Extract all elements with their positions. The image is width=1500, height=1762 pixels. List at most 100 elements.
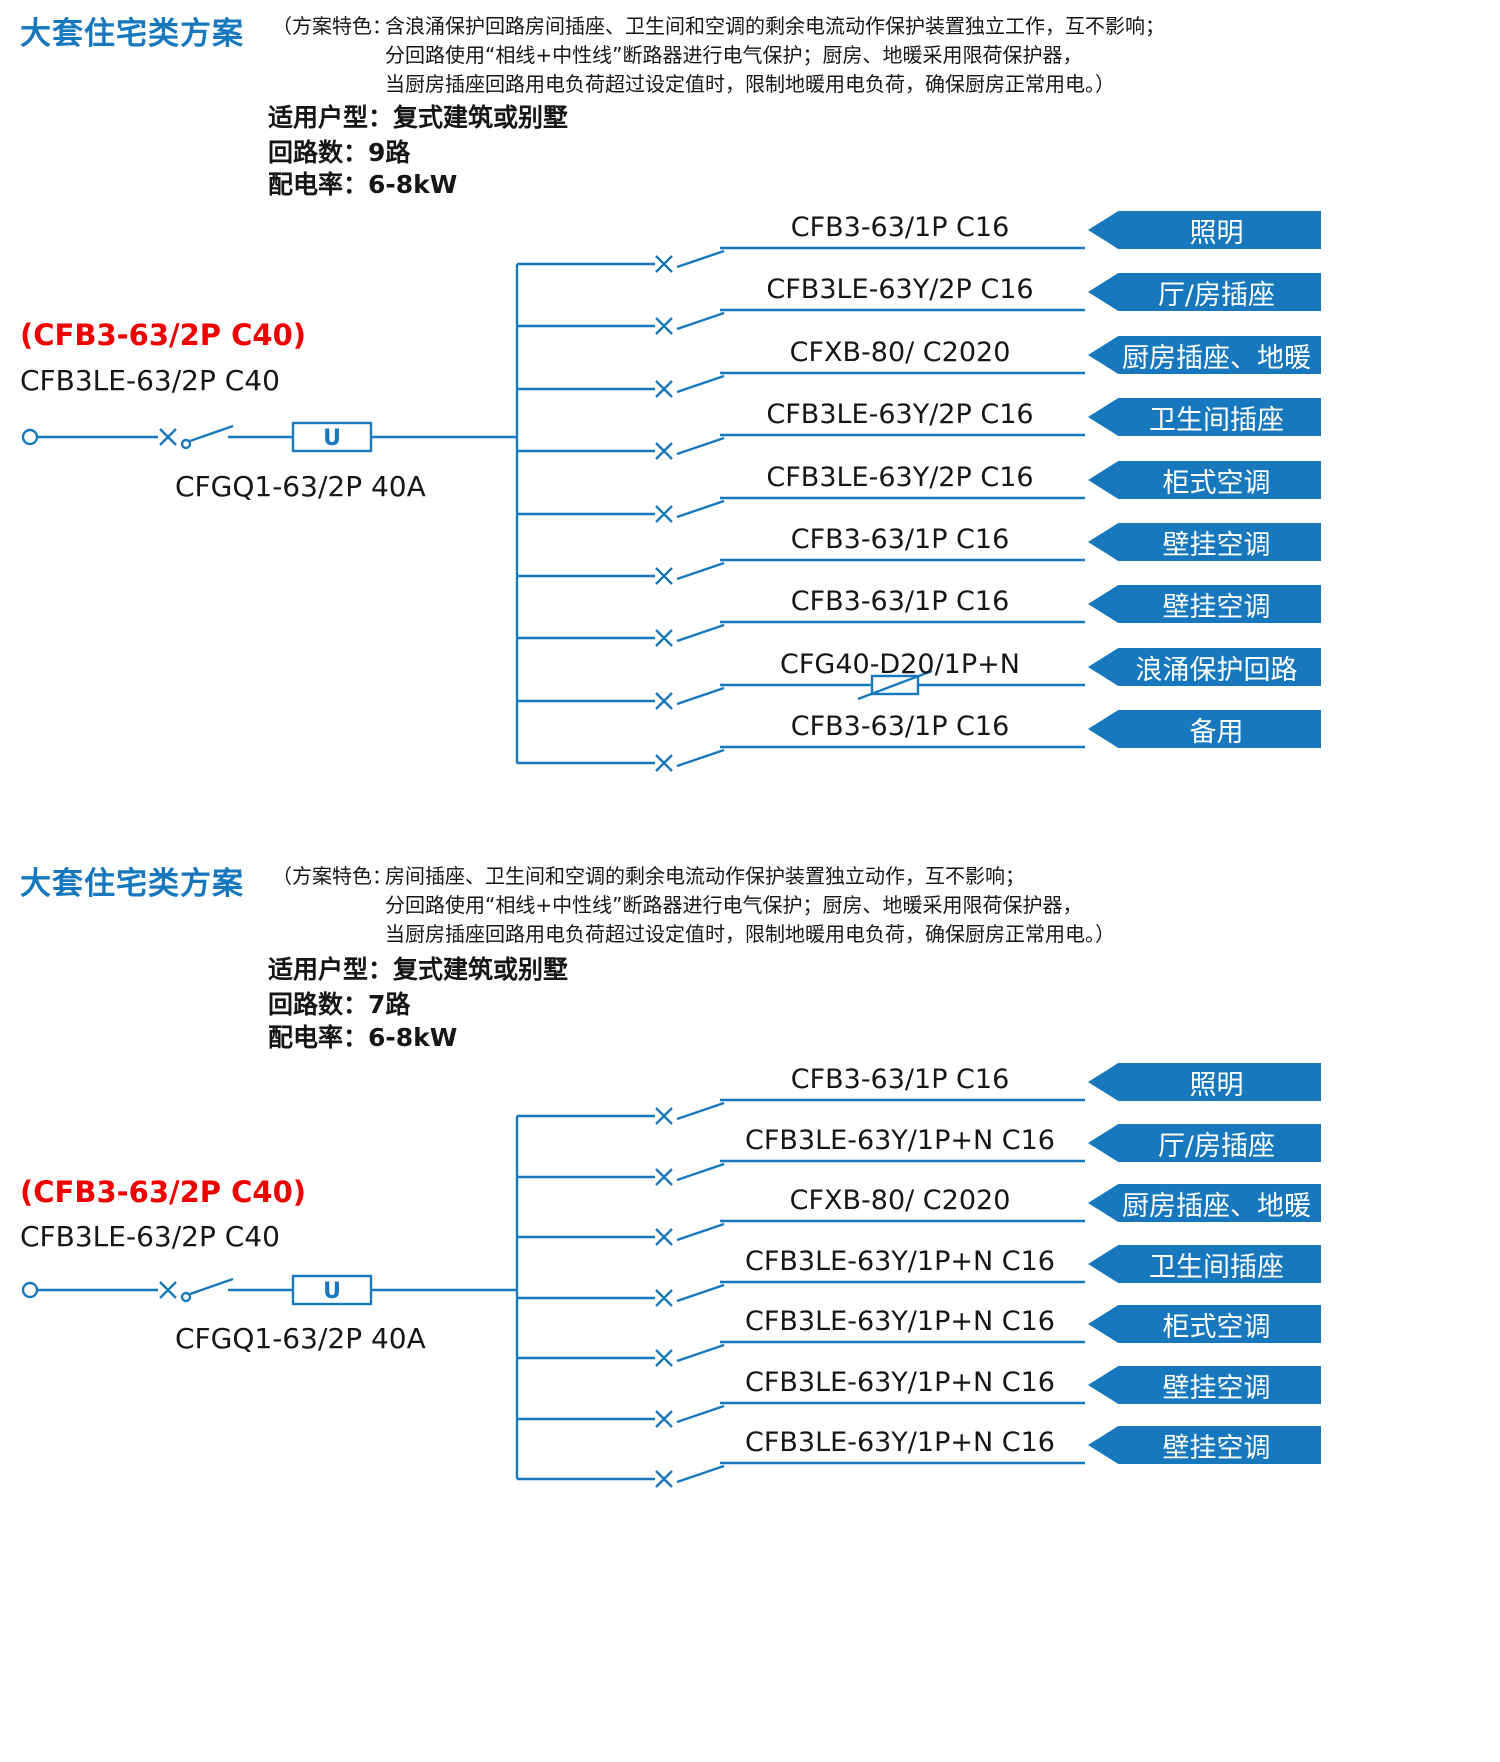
circuit-destination-label: 壁挂空调 [1162, 1432, 1271, 1464]
circuit-destination-label: 厨房插座、地暖 [1122, 342, 1311, 374]
svg-text:U: U [323, 426, 341, 451]
circuit-destination-tag: 壁挂空调 [1088, 523, 1321, 561]
scheme-title: 大套住宅类方案 [20, 866, 244, 902]
info-row-circuit-count: 回路数：7路 [268, 985, 410, 1021]
info-row-power-rating: 配电率：6-8kW [268, 1018, 457, 1054]
info-label: 回路数： [268, 990, 369, 1019]
circuit-destination-tag: 备用 [1088, 710, 1321, 748]
branch-line [517, 745, 1085, 772]
info-label: 配电率： [268, 1023, 369, 1052]
circuit-destination-tag: 厅/房插座 [1088, 273, 1321, 311]
branch-model-label: CFB3LE-63Y/2P C16 [766, 462, 1034, 493]
circuit-destination-label: 浪涌保护回路 [1135, 654, 1298, 686]
main-breaker-alt-model: (CFB3-63/2P C40) [20, 1175, 307, 1209]
branch-model-label: CFB3LE-63Y/2P C16 [766, 399, 1034, 430]
info-label: 适用户型： [268, 955, 394, 984]
branch-line [517, 308, 1085, 335]
circuit-destination-tag: 照明 [1088, 1063, 1321, 1101]
circuit-destination-label: 卫生间插座 [1149, 1251, 1284, 1283]
info-value: 复式建筑或别墅 [393, 103, 569, 132]
features-line: 房间插座、卫生间和空调的剩余电流动作保护装置独立动作，互不影响； [385, 864, 1025, 888]
circuit-destination-label: 照明 [1189, 217, 1244, 249]
branch-model-label: CFB3LE-63Y/1P+N C16 [745, 1125, 1055, 1156]
branch-model-label: CFB3LE-63Y/1P+N C16 [745, 1427, 1055, 1458]
branch-line [517, 1401, 1085, 1428]
info-row-circuit-count: 回路数：9路 [268, 133, 410, 169]
circuit-destination-tag: 浪涌保护回路 [1088, 648, 1321, 686]
info-value: 9路 [368, 138, 411, 167]
branch-line [517, 1280, 1085, 1307]
branch-line [517, 620, 1085, 647]
circuit-destination-tag: 卫生间插座 [1088, 1245, 1321, 1283]
features-line: 当厨房插座回路用电负荷超过设定值时，限制地暖用电负荷，确保厨房正常用电。） [385, 72, 1115, 96]
branch-model-label: CFB3LE-63Y/1P+N C16 [745, 1306, 1055, 1337]
branch-line [517, 1219, 1085, 1246]
info-label: 适用户型： [268, 103, 394, 132]
branch-line [517, 683, 1085, 710]
circuit-destination-tag: 柜式空调 [1088, 1305, 1321, 1343]
branch-line [517, 371, 1085, 398]
branch-line [517, 1340, 1085, 1367]
scheme-title: 大套住宅类方案 [20, 16, 244, 52]
branch-model-label: CFXB-80/ C2020 [789, 337, 1011, 368]
main-breaker-model: CFB3LE-63/2P C40 [20, 364, 280, 397]
features-line: 分回路使用“相线+中性线”断路器进行电气保护；厨房、地暖采用限荷保护器， [385, 893, 1083, 917]
circuit-destination-label: 柜式空调 [1162, 1311, 1271, 1343]
surge-protector-symbol [857, 669, 933, 701]
branch-model-label: CFG40-D20/1P+N [780, 649, 1020, 680]
main-feed-line: U [21, 421, 518, 453]
circuit-destination-tag: 壁挂空调 [1088, 1426, 1321, 1464]
circuit-destination-label: 卫生间插座 [1149, 404, 1284, 436]
circuit-destination-label: 照明 [1189, 1069, 1244, 1101]
features-line: 含浪涌保护回路房间插座、卫生间和空调的剩余电流动作保护装置独立工作，互不影响； [385, 14, 1165, 38]
circuit-destination-tag: 卫生间插座 [1088, 398, 1321, 436]
info-row-housing-type: 适用户型：复式建筑或别墅 [268, 950, 568, 986]
branch-model-label: CFB3LE-63Y/2P C16 [766, 274, 1034, 305]
circuit-destination-tag: 壁挂空调 [1088, 1366, 1321, 1404]
features-prefix: （方案特色： [272, 864, 392, 888]
svg-text:U: U [323, 1279, 341, 1304]
limiter-model: CFGQ1-63/2P 40A [175, 1322, 426, 1355]
branch-line [517, 496, 1085, 523]
circuit-destination-label: 厅/房插座 [1157, 279, 1276, 311]
circuit-destination-tag: 厨房插座、地暖 [1088, 1184, 1321, 1222]
branch-model-label: CFB3-63/1P C16 [790, 586, 1010, 617]
branch-model-label: CFB3LE-63Y/1P+N C16 [745, 1246, 1055, 1277]
circuit-destination-label: 厨房插座、地暖 [1122, 1190, 1311, 1222]
branch-model-label: CFB3-63/1P C16 [790, 212, 1010, 243]
branch-line [517, 1461, 1085, 1488]
circuit-destination-tag: 壁挂空调 [1088, 585, 1321, 623]
circuit-destination-tag: 厨房插座、地暖 [1088, 336, 1321, 374]
branch-model-label: CFB3-63/1P C16 [790, 711, 1010, 742]
circuit-destination-label: 柜式空调 [1162, 467, 1271, 499]
circuit-destination-label: 壁挂空调 [1162, 591, 1271, 623]
branch-model-label: CFB3-63/1P C16 [790, 1064, 1010, 1095]
info-value: 6-8kW [368, 1023, 458, 1052]
circuit-destination-label: 壁挂空调 [1162, 1372, 1271, 1404]
branch-line [517, 558, 1085, 585]
limiter-model: CFGQ1-63/2P 40A [175, 470, 426, 503]
branch-line [517, 433, 1085, 460]
features-line: 分回路使用“相线+中性线”断路器进行电气保护；厨房、地暖采用限荷保护器， [385, 43, 1083, 67]
features-prefix: （方案特色： [272, 14, 392, 38]
main-breaker-model: CFB3LE-63/2P C40 [20, 1220, 280, 1253]
branch-line [517, 1159, 1085, 1186]
circuit-destination-label: 壁挂空调 [1162, 529, 1271, 561]
info-value: 复式建筑或别墅 [393, 955, 569, 984]
features-line: 当厨房插座回路用电负荷超过设定值时，限制地暖用电负荷，确保厨房正常用电。） [385, 922, 1115, 946]
info-value: 7路 [368, 990, 411, 1019]
circuit-destination-label: 厅/房插座 [1157, 1130, 1276, 1162]
branch-model-label: CFXB-80/ C2020 [789, 1185, 1011, 1216]
info-row-power-rating: 配电率：6-8kW [268, 165, 457, 201]
main-breaker-alt-model: (CFB3-63/2P C40) [20, 318, 307, 352]
info-label: 配电率： [268, 170, 369, 199]
main-feed-line: U [21, 1274, 518, 1306]
circuit-destination-tag: 照明 [1088, 211, 1321, 249]
circuit-destination-tag: 厅/房插座 [1088, 1124, 1321, 1162]
branch-model-label: CFB3-63/1P C16 [790, 524, 1010, 555]
info-label: 回路数： [268, 138, 369, 167]
info-row-housing-type: 适用户型：复式建筑或别墅 [268, 98, 568, 134]
branch-model-label: CFB3LE-63Y/1P+N C16 [745, 1367, 1055, 1398]
